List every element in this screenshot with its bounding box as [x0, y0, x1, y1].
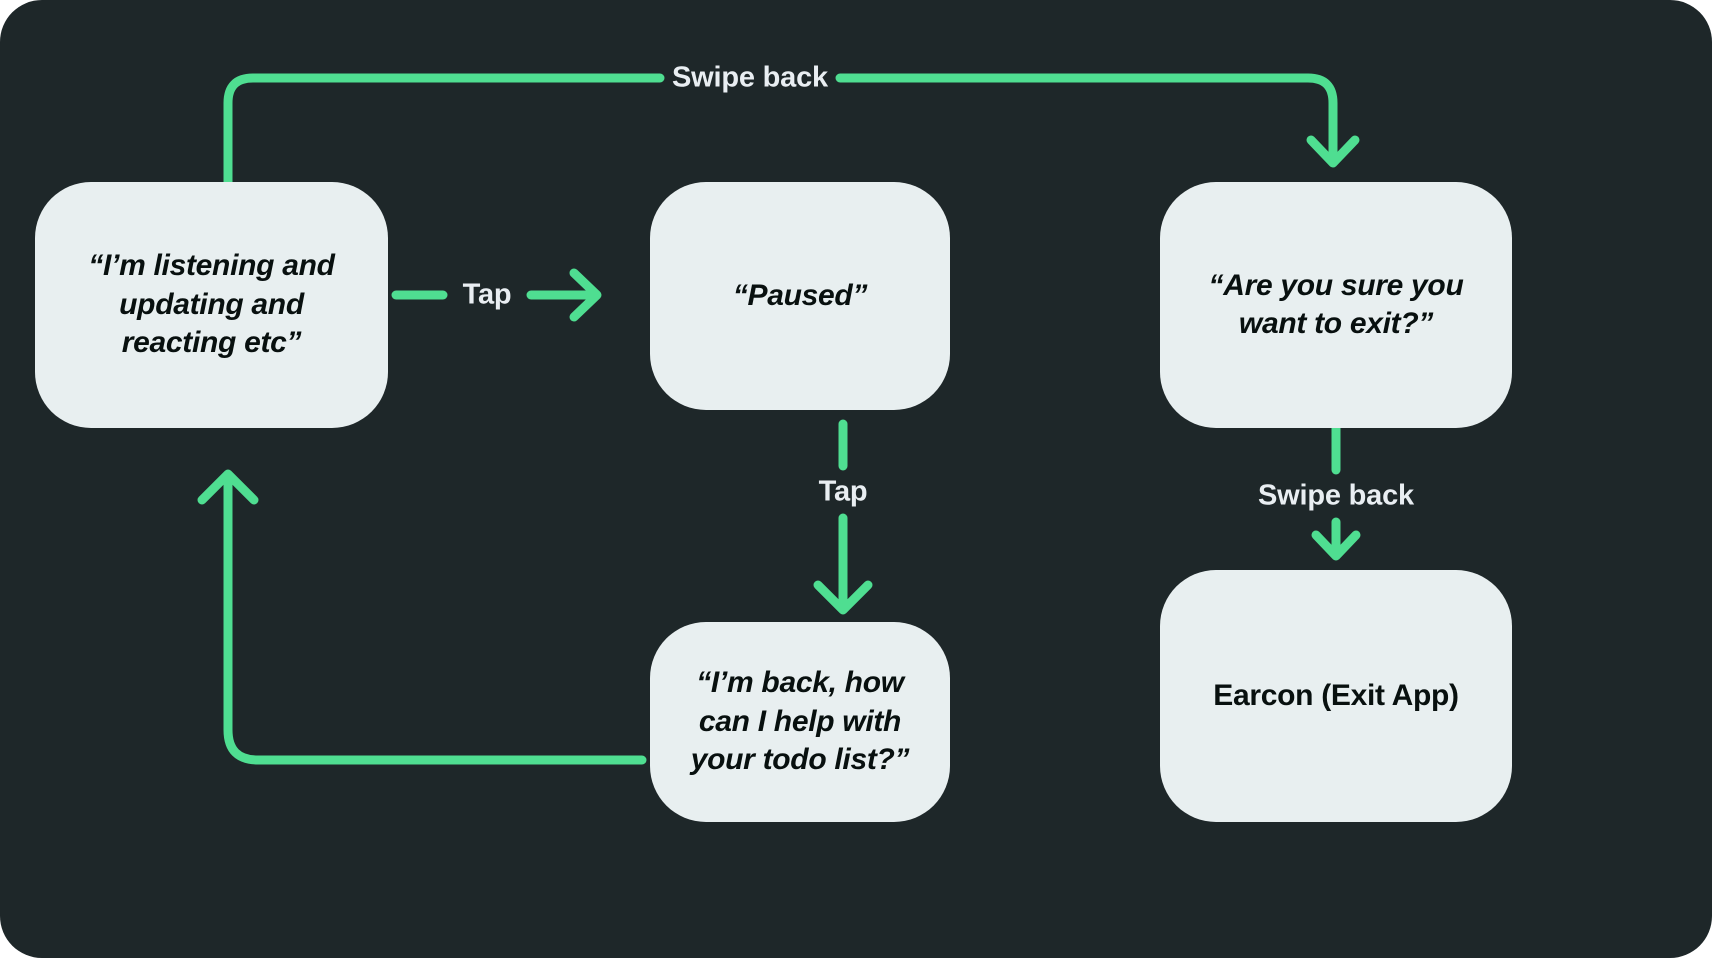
- edge-label-tap-listening-paused: Tap: [462, 278, 512, 311]
- node-back-label: “I’m back, how can I help with your todo…: [690, 666, 910, 777]
- node-confirm[interactable]: “Are you sure you want to exit?”: [1160, 182, 1512, 428]
- node-listening-label: “I’m listening and updating and reacting…: [88, 249, 335, 360]
- node-paused-label: “Paused”: [732, 278, 868, 312]
- node-listening[interactable]: “I’m listening and updating and reacting…: [35, 182, 388, 428]
- edge-label-swipe-back-top: Swipe back: [672, 61, 828, 94]
- edge-paused-to-back: [813, 419, 873, 615]
- node-paused[interactable]: “Paused”: [650, 182, 950, 410]
- node-confirm-label: “Are you sure you want to exit?”: [1208, 268, 1464, 340]
- edge-label-tap-paused-back: Tap: [818, 475, 868, 508]
- node-earcon[interactable]: Earcon (Exit App): [1160, 570, 1512, 822]
- edge-back-to-listening: [197, 469, 647, 765]
- node-back[interactable]: “I’m back, how can I help with your todo…: [650, 622, 950, 822]
- node-earcon-label: Earcon (Exit App): [1213, 678, 1459, 712]
- edge-label-swipe-back-confirm-earcon: Swipe back: [1258, 479, 1414, 512]
